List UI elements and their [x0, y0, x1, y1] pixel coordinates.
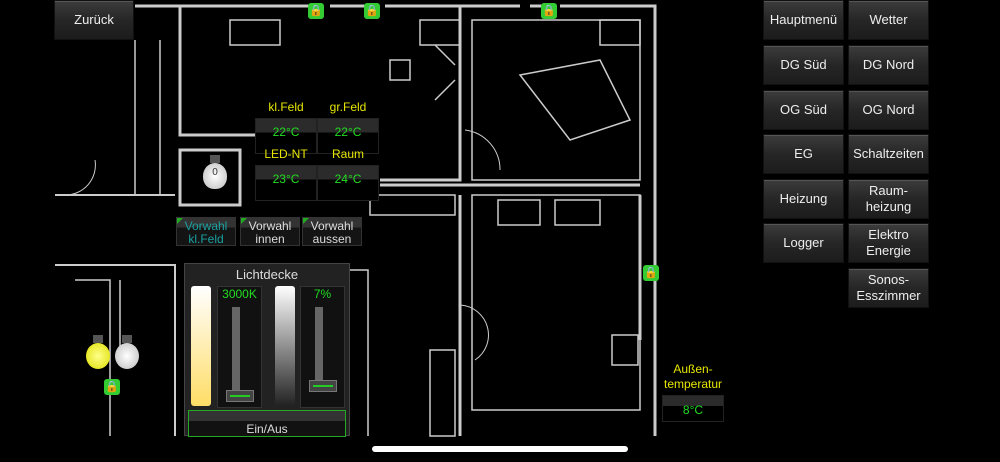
temp-label: gr.Feld — [329, 100, 367, 114]
light-panel-title: Lichtdecke — [235, 267, 299, 282]
vorwahl-aussen-button[interactable]: Vorwahl aussen — [302, 217, 362, 246]
eg-button[interactable]: EG — [763, 134, 844, 174]
bulb-label: 0 — [203, 163, 227, 189]
og-sued-button[interactable]: OG Süd — [763, 90, 844, 130]
lock-icon[interactable]: 🔒 — [308, 3, 324, 19]
main-menu-button[interactable]: Hauptmenü — [763, 0, 844, 40]
outside-temp-label: Außen- temperatur — [663, 362, 723, 391]
color-temp-preview — [191, 286, 211, 406]
floor-plan — [55, 4, 657, 437]
elektro-energie-button[interactable]: Elektro Energie — [848, 223, 929, 263]
dg-sued-button[interactable]: DG Süd — [763, 45, 844, 85]
sonos-esszimmer-button[interactable]: Sonos- Esszimmer — [848, 268, 929, 308]
brightness-value: 7% — [313, 287, 332, 301]
color-temp-value: 3000K — [222, 287, 257, 301]
raumheizung-button[interactable]: Raum- heizung — [848, 179, 929, 219]
slider-handle[interactable] — [309, 380, 337, 392]
lock-icon[interactable]: 🔒 — [104, 379, 120, 395]
light-bulb-on-icon[interactable] — [86, 335, 110, 371]
home-indicator[interactable] — [372, 446, 628, 452]
temp-label: LED-NT — [264, 147, 308, 161]
temp-value: 22°C — [255, 118, 317, 154]
temp-label: kl.Feld — [268, 100, 304, 114]
light-bulb-icon[interactable]: 0 — [203, 155, 227, 191]
light-bulb-icon[interactable] — [115, 335, 139, 371]
heizung-button[interactable]: Heizung — [763, 179, 844, 219]
temp-value: 23°C — [255, 165, 317, 201]
brightness-slider[interactable]: 7% — [300, 286, 345, 408]
logger-button[interactable]: Logger — [763, 223, 844, 263]
weather-button[interactable]: Wetter — [848, 0, 929, 40]
og-nord-button[interactable]: OG Nord — [848, 90, 929, 130]
outside-temp-value: 8°C — [662, 395, 724, 422]
temp-label: Raum — [331, 147, 364, 161]
lock-icon[interactable]: 🔒 — [364, 3, 380, 19]
slider-handle[interactable] — [226, 390, 254, 402]
schaltzeiten-button[interactable]: Schaltzeiten — [848, 134, 929, 174]
dg-nord-button[interactable]: DG Nord — [848, 45, 929, 85]
back-button[interactable]: Zurück — [54, 0, 134, 40]
temp-value: 22°C — [317, 118, 379, 154]
vorwahl-innen-button[interactable]: Vorwahl innen — [240, 217, 300, 246]
brightness-preview — [275, 286, 295, 406]
light-panel: Lichtdecke 3000K 7% Ein/Aus — [184, 263, 350, 437]
temp-value: 24°C — [317, 165, 379, 201]
lock-icon[interactable]: 🔒 — [643, 265, 659, 281]
color-temp-slider[interactable]: 3000K — [217, 286, 262, 408]
on-off-button[interactable]: Ein/Aus — [188, 410, 346, 437]
vorwahl-kl-feld-button[interactable]: Vorwahl kl.Feld — [176, 217, 236, 246]
lock-icon[interactable]: 🔒 — [541, 3, 557, 19]
